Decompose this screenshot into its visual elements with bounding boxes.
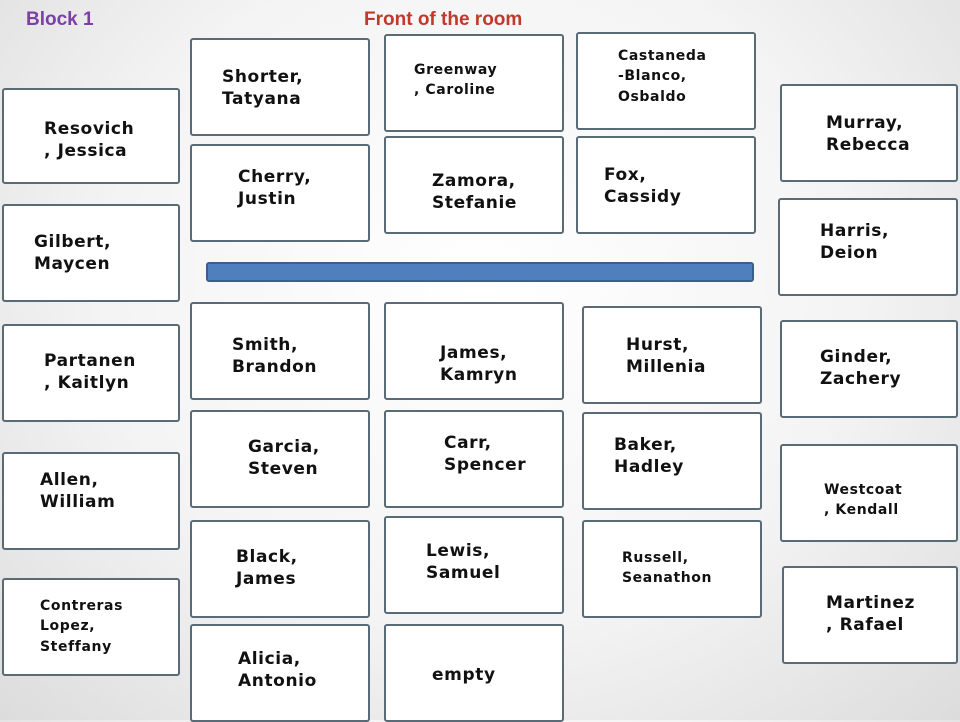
student-name: Russell, Seanathon	[622, 550, 713, 587]
seat-contreras: Contreras Lopez, Steffany	[2, 578, 180, 676]
student-name: Hurst, Millenia	[626, 335, 707, 378]
seat-carr: Carr, Spencer	[384, 410, 564, 508]
seat-cherry: Cherry, Justin	[190, 144, 370, 242]
seat-gilbert: Gilbert, Maycen	[2, 204, 180, 302]
seat-resovich: Resovich , Jessica	[2, 88, 180, 184]
seat-hurst: Hurst, Millenia	[582, 306, 762, 404]
seat-murray: Murray, Rebecca	[780, 84, 958, 182]
student-name: Harris, Deion	[820, 221, 890, 264]
seat-james-kamryn: James, Kamryn	[384, 302, 564, 400]
student-name: Shorter, Tatyana	[222, 67, 304, 110]
front-of-room-label: Front of the room	[364, 9, 523, 30]
student-name: Westcoat , Kendall	[824, 482, 903, 519]
seat-lewis: Lewis, Samuel	[384, 516, 564, 614]
student-name: Lewis, Samuel	[426, 541, 501, 584]
block-title: Block 1	[26, 9, 94, 30]
student-name: James, Kamryn	[440, 343, 518, 386]
student-name: Smith, Brandon	[232, 335, 318, 378]
student-name: Greenway , Caroline	[414, 62, 498, 99]
seat-martinez: Martinez , Rafael	[782, 566, 958, 664]
student-name: empty	[432, 665, 496, 685]
seat-russell: Russell, Seanathon	[582, 520, 762, 618]
seat-harris: Harris, Deion	[778, 198, 958, 296]
student-name: Cherry, Justin	[238, 167, 312, 210]
seat-smith: Smith, Brandon	[190, 302, 370, 400]
student-name: Allen, William	[40, 470, 116, 513]
seat-ginder: Ginder, Zachery	[780, 320, 958, 418]
front-bar	[206, 262, 754, 282]
seat-shorter: Shorter, Tatyana	[190, 38, 370, 136]
seat-empty: empty	[384, 624, 564, 722]
student-name: Garcia, Steven	[248, 437, 320, 480]
seat-allen: Allen, William	[2, 452, 180, 550]
seat-alicia: Alicia, Antonio	[190, 624, 370, 722]
seat-zamora: Zamora, Stefanie	[384, 136, 564, 234]
student-name: Baker, Hadley	[614, 435, 684, 478]
student-name: Ginder, Zachery	[820, 347, 902, 390]
student-name: Murray, Rebecca	[826, 113, 911, 156]
student-name: Alicia, Antonio	[238, 649, 317, 692]
seat-baker: Baker, Hadley	[582, 412, 762, 510]
student-name: Gilbert, Maycen	[34, 232, 112, 275]
student-name: Black, James	[236, 547, 298, 590]
student-name: Resovich , Jessica	[44, 119, 135, 162]
seat-garcia: Garcia, Steven	[190, 410, 370, 508]
student-name: Carr, Spencer	[444, 433, 527, 476]
student-name: Partanen , Kaitlyn	[44, 351, 136, 394]
seat-castaneda: Castaneda -Blanco, Osbaldo	[576, 32, 756, 130]
student-name: Zamora, Stefanie	[432, 171, 518, 214]
student-name: Contreras Lopez, Steffany	[40, 598, 124, 655]
seat-westcoat: Westcoat , Kendall	[780, 444, 958, 542]
student-name: Martinez , Rafael	[826, 593, 916, 636]
seat-greenway: Greenway , Caroline	[384, 34, 564, 132]
student-name: Fox, Cassidy	[604, 165, 682, 208]
seat-partanen: Partanen , Kaitlyn	[2, 324, 180, 422]
seat-fox: Fox, Cassidy	[576, 136, 756, 234]
seat-black: Black, James	[190, 520, 370, 618]
student-name: Castaneda -Blanco, Osbaldo	[618, 48, 707, 105]
